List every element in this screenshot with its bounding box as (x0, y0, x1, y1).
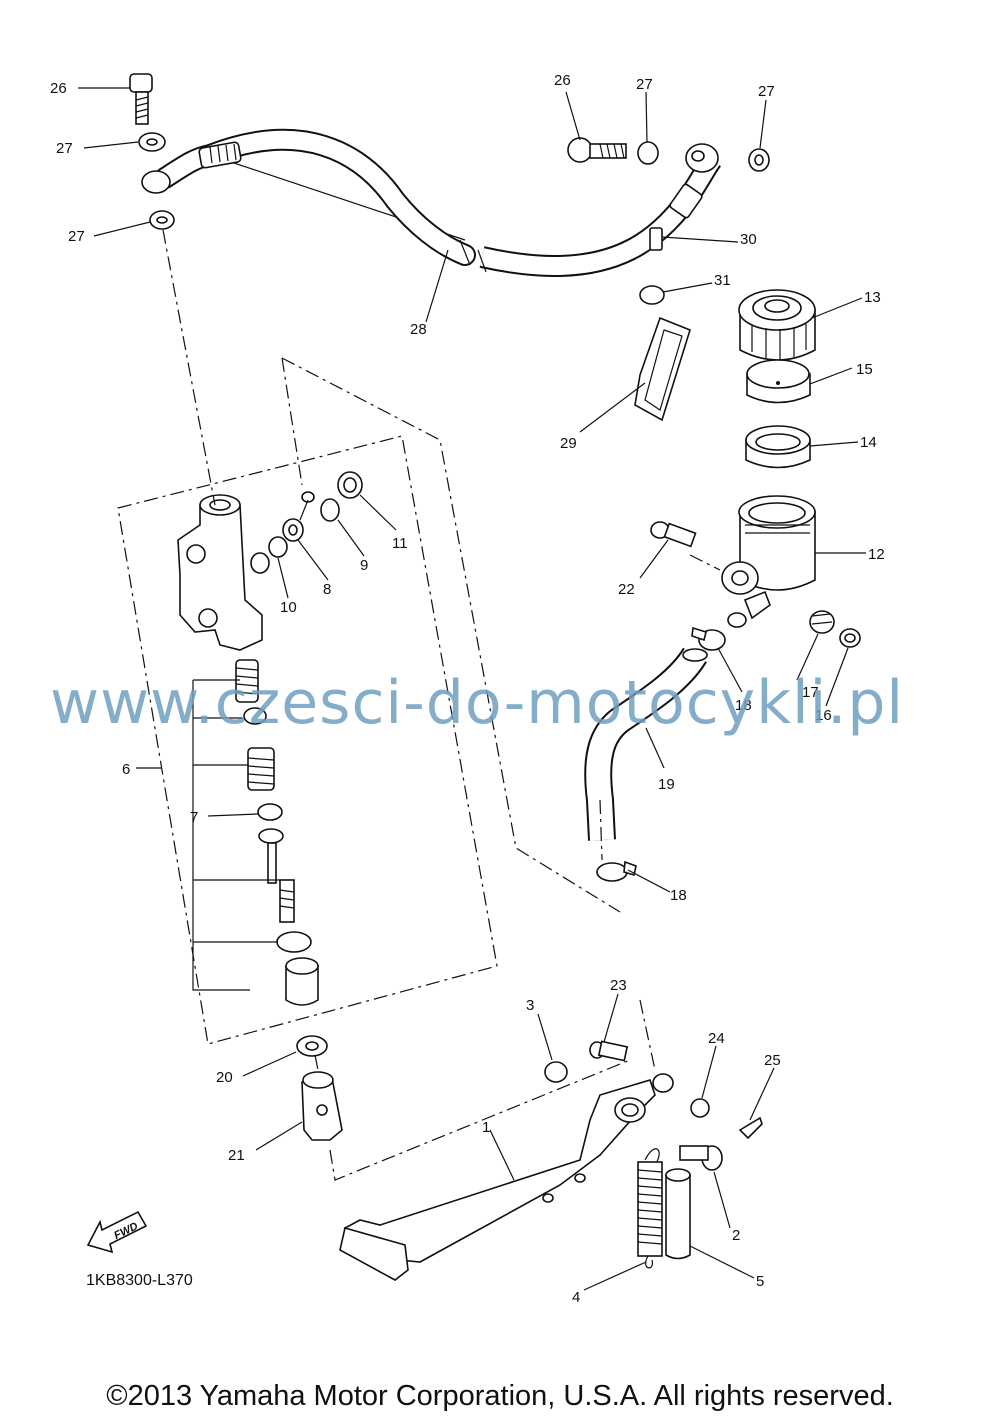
cotter-pin-25 (738, 1116, 763, 1140)
banjo-fitting-left (141, 170, 171, 194)
banjo-bolt-right (567, 137, 627, 163)
callout-14: 14 (860, 434, 877, 451)
callout-27: 27 (758, 83, 775, 100)
bolt-2 (679, 1145, 723, 1171)
fwd-arrow-icon: FWD (86, 1210, 148, 1254)
callout-25: 25 (764, 1052, 781, 1069)
clevis-21 (301, 1071, 343, 1141)
bolt-22 (650, 521, 697, 548)
hose-19 (584, 647, 708, 841)
callout-26: 26 (50, 80, 67, 97)
diaphragm-plate-15 (746, 359, 811, 404)
callout-3: 3 (526, 997, 534, 1014)
brake-pedal-1 (339, 1073, 674, 1281)
callout-6: 6 (122, 761, 130, 778)
copper-washer-right-a (637, 141, 659, 165)
cylinder-kit-6 (235, 659, 319, 1006)
callout-19: 19 (658, 776, 675, 793)
callout-20: 20 (216, 1069, 233, 1086)
callout-21: 21 (228, 1147, 245, 1164)
watermark-url: www.czesci-do-motocykli.pl (50, 668, 905, 738)
callout-23: 23 (610, 977, 627, 994)
callout-4: 4 (572, 1289, 580, 1306)
callout-27: 27 (68, 228, 85, 245)
assembly-outline-kit (117, 435, 498, 1045)
copyright-notice: ©2013 Yamaha Motor Corporation, U.S.A. A… (106, 1380, 894, 1412)
callout-22: 22 (618, 581, 635, 598)
callout-8: 8 (323, 581, 331, 598)
callout-5: 5 (756, 1273, 764, 1290)
callout-29: 29 (560, 435, 577, 452)
banjo-bolt-left (129, 73, 153, 125)
callout-16: 16 (815, 707, 832, 724)
clamp-18-upper (691, 626, 726, 651)
callout-13: 13 (864, 289, 881, 306)
clamp-18-lower (596, 860, 637, 882)
callout-10: 10 (280, 599, 297, 616)
pin-23 (589, 1040, 629, 1062)
callout-30: 30 (740, 231, 757, 248)
callout-17: 17 (802, 684, 819, 701)
callout-18: 18 (735, 697, 752, 714)
leader-lines (78, 87, 866, 1291)
callout-2: 2 (732, 1227, 740, 1244)
assembly-outline-reservoir (281, 357, 621, 913)
reservoir-12 (721, 495, 816, 628)
callout-18: 18 (670, 887, 687, 904)
master-cylinder-body (177, 494, 270, 651)
callout-1: 1 (482, 1119, 490, 1136)
master-cylinder-small-parts (268, 471, 363, 558)
callout-11: 11 (392, 535, 408, 552)
grommet-17 (809, 610, 835, 634)
callout-26: 26 (554, 72, 571, 89)
callout-27: 27 (636, 76, 653, 93)
callout-28: 28 (410, 321, 427, 338)
washer-3 (544, 1061, 568, 1083)
reservoir-cap-13 (738, 289, 816, 361)
callout-7: 7 (190, 809, 198, 826)
collar-31 (639, 285, 665, 305)
diaphragm-14 (745, 425, 811, 469)
callout-24: 24 (708, 1030, 725, 1047)
callout-15: 15 (856, 361, 873, 378)
callout-12: 12 (868, 546, 885, 563)
bolt-30 (649, 227, 663, 251)
callout-9: 9 (360, 557, 368, 574)
washer-24 (690, 1098, 710, 1118)
spring-4 (637, 1148, 663, 1269)
diagram-code: 1KB8300-L370 (86, 1272, 193, 1289)
callout-labels: 26 27 27 26 27 27 28 30 31 29 13 15 14 1… (50, 72, 885, 1306)
callout-27: 27 (56, 140, 73, 157)
callout-31: 31 (714, 272, 731, 289)
sleeve-5 (665, 1168, 691, 1260)
brake-hose-part (154, 129, 722, 278)
guard-29 (634, 316, 691, 422)
